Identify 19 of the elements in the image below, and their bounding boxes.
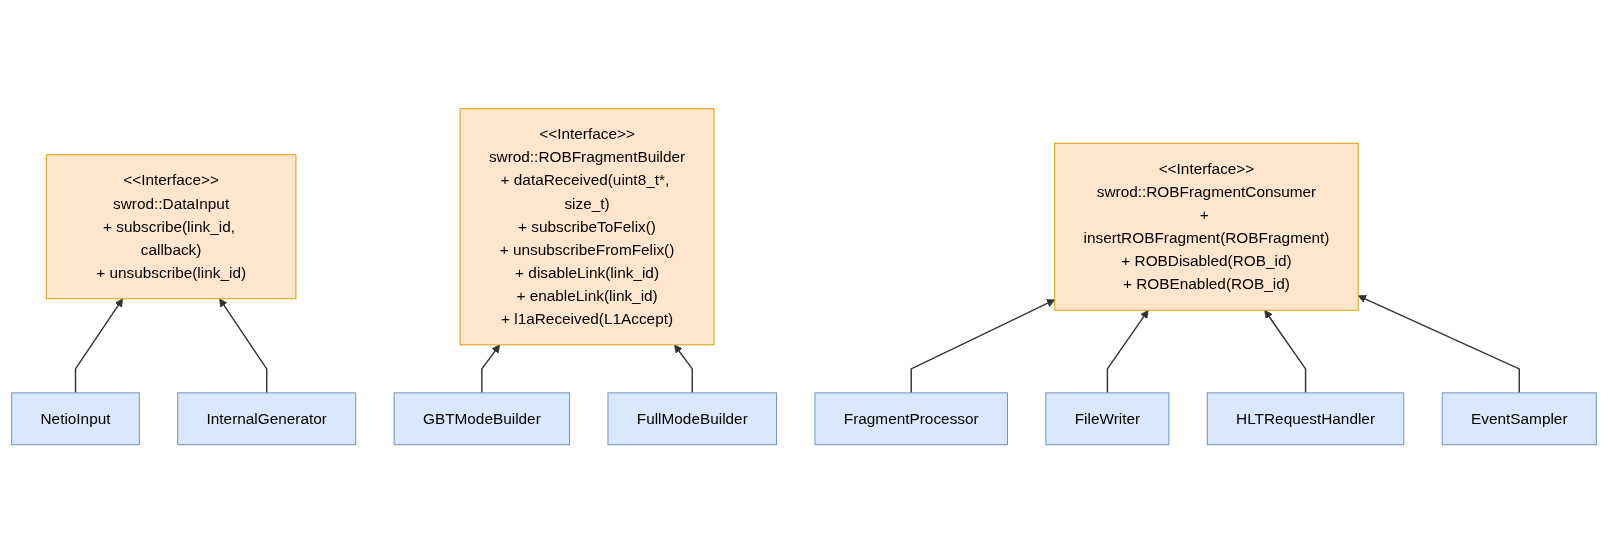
- arrow: [673, 344, 693, 394]
- arrow: [218, 298, 267, 394]
- node-box: <<Interface>> swrod::ROBFragmentBuilder + dataReceived(uint8_t*, size_t) + subscribeToFelix() + unsubscribeFromFelix() + disableLink(link_id) + enableLink(link_id) + l1aReceived(L1Accept): [459, 108, 714, 346]
- node-box: <<Interface>> swrod::ROBFragmentConsumer + insertROBFragment(ROBFragment) + ROBDisabled(ROB_id) + ROBEnabled(ROB_id): [1053, 143, 1359, 312]
- node-box: NetioInput: [10, 392, 140, 446]
- node-box: FullModeBuilder: [607, 392, 777, 446]
- arrow: [1357, 295, 1520, 394]
- node-box: <<Interface>> swrod::DataInput + subscribe(link_id, callback) + unsubscribe(link_id): [45, 154, 296, 300]
- node-box: InternalGenerator: [176, 392, 356, 446]
- node-box: FileWriter: [1044, 392, 1169, 446]
- arrow: [74, 298, 123, 394]
- arrow: [1106, 310, 1149, 394]
- arrow: [1263, 310, 1306, 394]
- arrow: [910, 299, 1055, 394]
- node-box: EventSampler: [1441, 392, 1597, 446]
- node-box: HLTRequestHandler: [1206, 392, 1404, 446]
- node-box: GBTModeBuilder: [393, 392, 570, 446]
- node-box: FragmentProcessor: [814, 392, 1008, 446]
- arrow: [480, 344, 500, 394]
